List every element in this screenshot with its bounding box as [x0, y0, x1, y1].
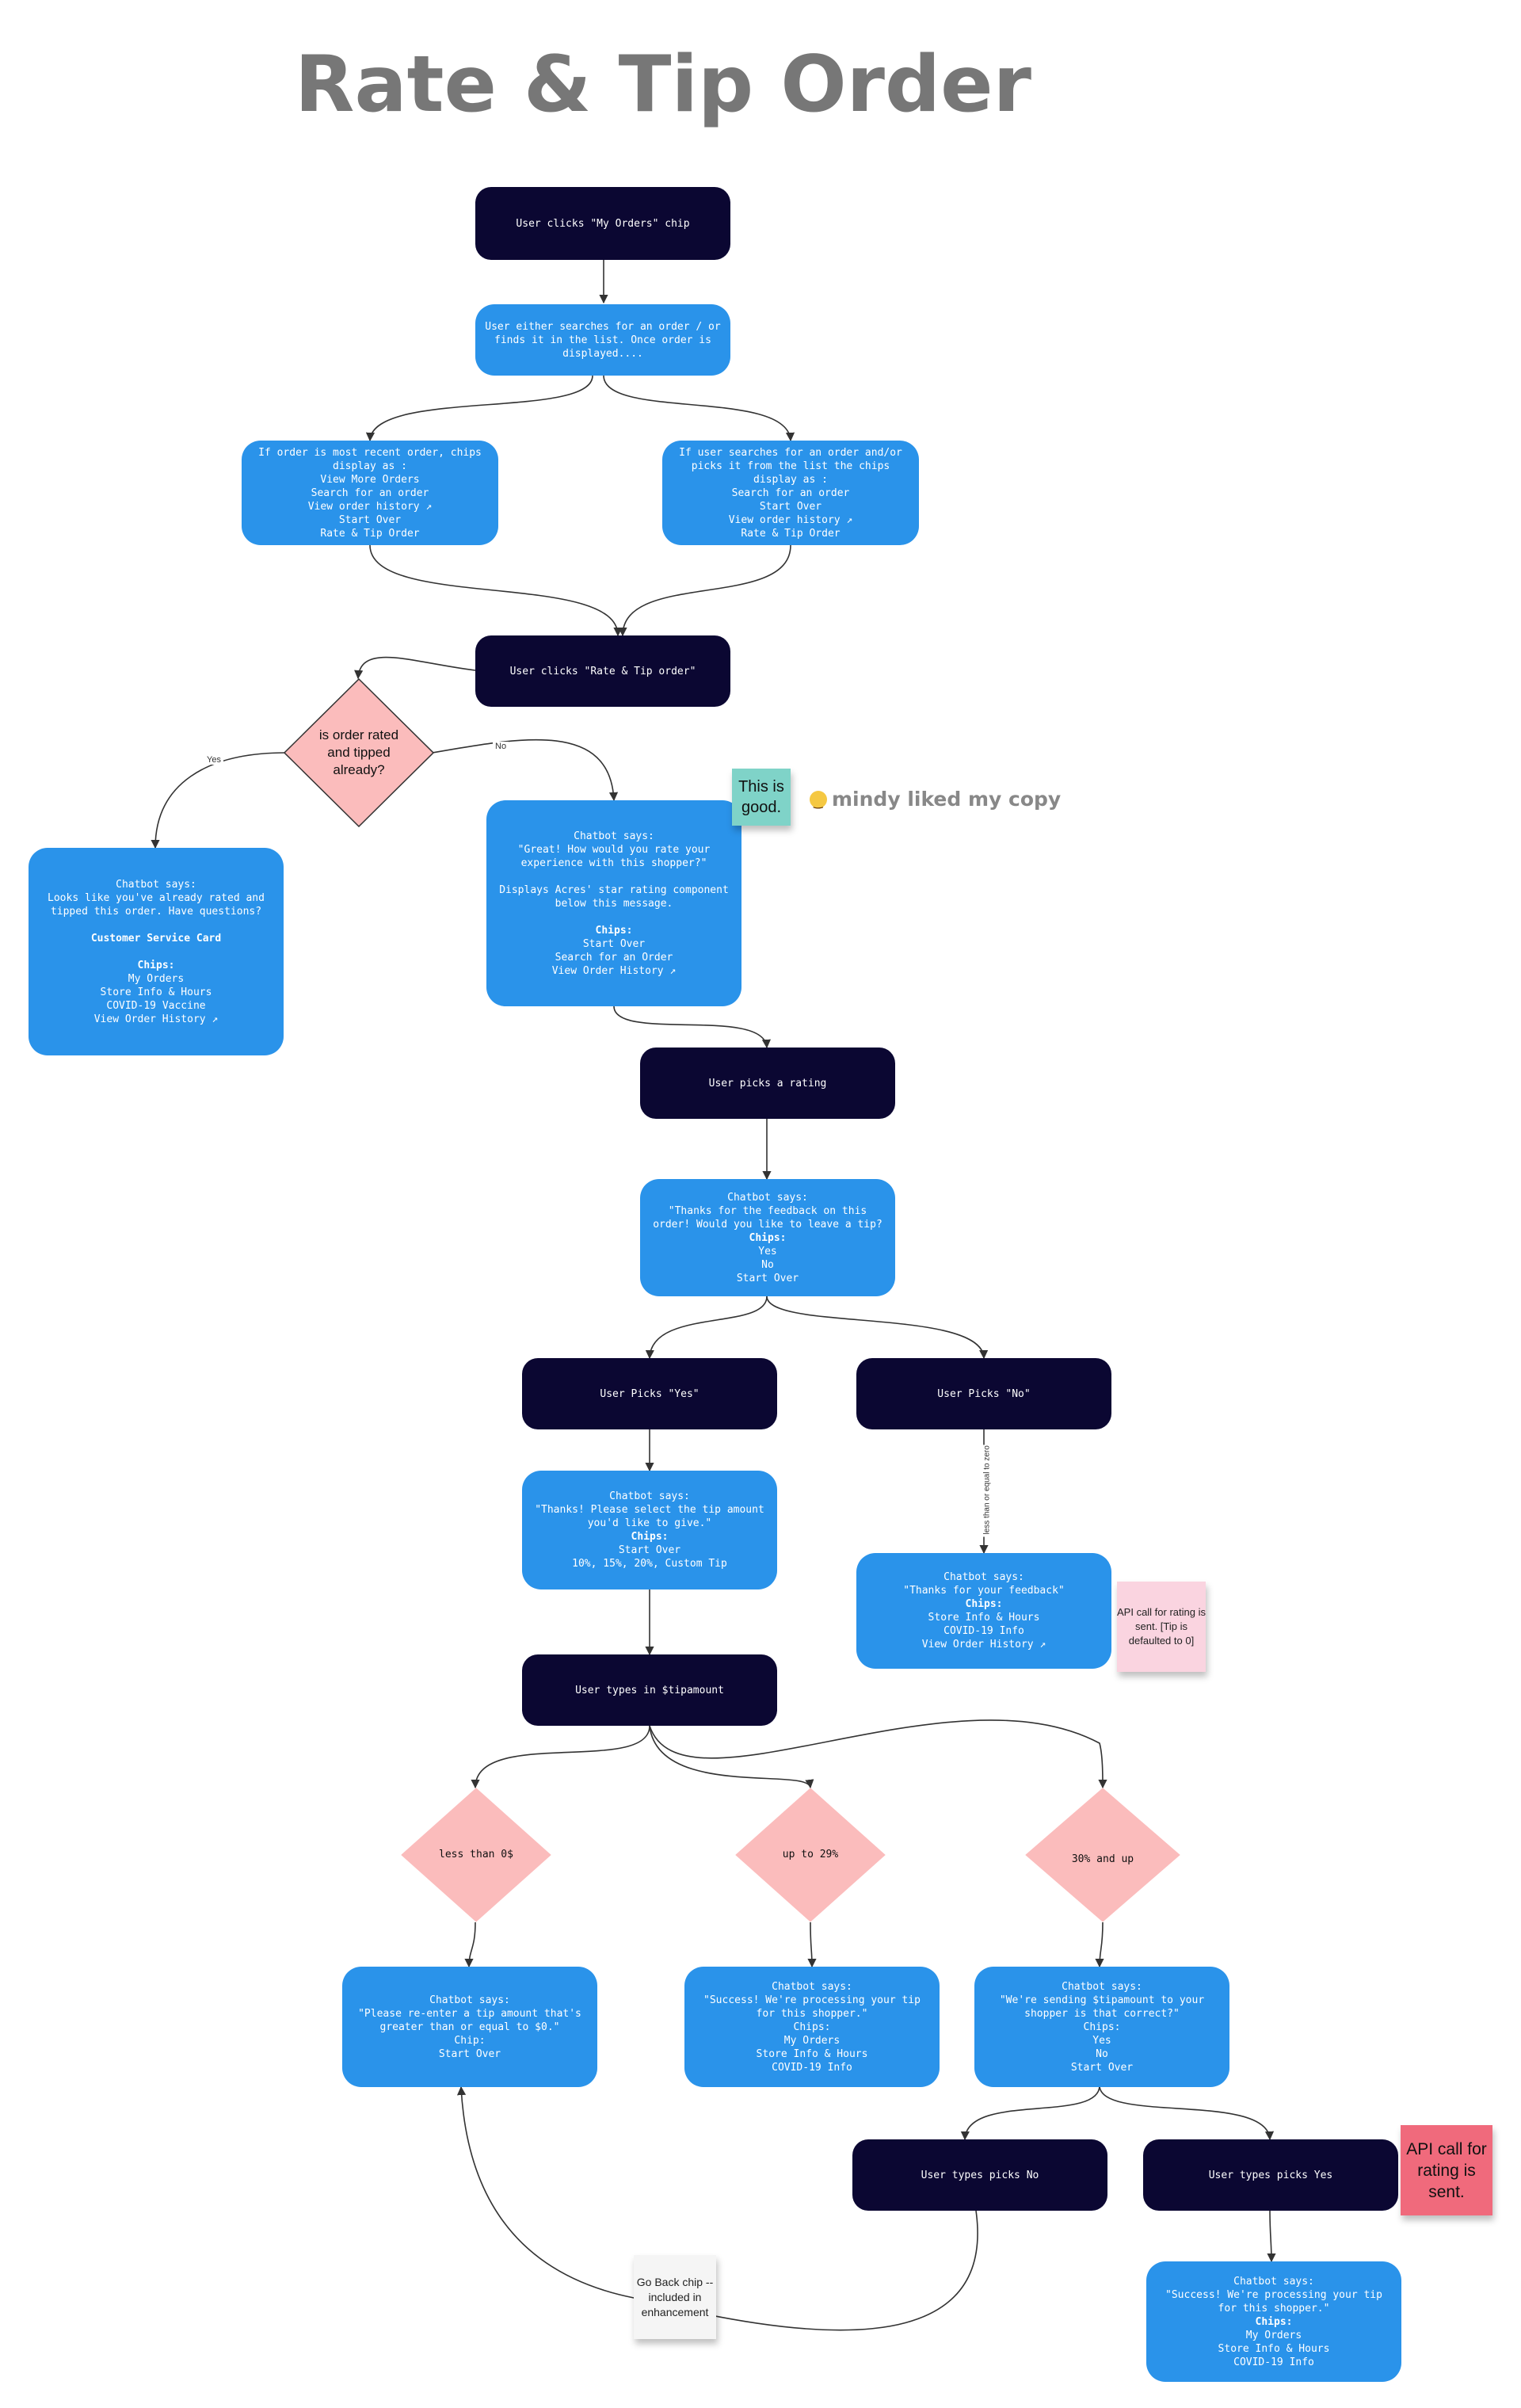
message-text: Chatbot says: "Thanks for your feedback": [903, 1571, 1065, 1597]
page-title: Rate & Tip Order: [295, 40, 1031, 130]
edge-n17-n19: [1099, 2085, 1275, 2141]
reaction-comment: mindy liked my copy: [810, 784, 1063, 818]
searched-order-chips-step: If user searches for an order and/or pic…: [662, 441, 919, 545]
recent-order-chips-step: If order is most recent order, chips dis…: [242, 441, 498, 545]
rate-tip-click-step: User clicks "Rate & Tip order": [475, 635, 730, 707]
type-tip-amount-step: User types in $tipamount: [522, 1654, 777, 1726]
edge-n2-n4: [603, 375, 795, 442]
edge-n7-n8: [613, 1006, 771, 1049]
confirm-tip-message: Chatbot says: "We're sending $tipamount …: [974, 1967, 1229, 2087]
chips-list: Start Over 10%, 15%, 20%, Custom Tip: [572, 1544, 727, 1570]
chips-label: Chips:: [749, 1231, 787, 1244]
pick-no-step: User Picks "No": [856, 1358, 1111, 1429]
edge-n19-n20: [1267, 2210, 1276, 2263]
chips-list: Start Over Search for an Order View Orde…: [551, 937, 677, 977]
chips-list: Yes No Start Over: [736, 1245, 799, 1284]
edge-n9-n11: [766, 1296, 989, 1360]
pick-rating-step: User picks a rating: [640, 1048, 895, 1119]
message-text: Chatbot says: "Thanks! Please select the…: [535, 1490, 764, 1529]
reenter-tip-message: Chatbot says: "Please re-enter a tip amo…: [342, 1967, 597, 2087]
sticky-note-go-back: Go Back chip -- included in enhancement: [634, 2255, 716, 2339]
message-text: Chatbot says: "Thanks for the feedback o…: [653, 1191, 882, 1231]
chips-label: Chips:: [631, 1531, 669, 1543]
up-to-29-label: up to 29%: [782, 1849, 839, 1860]
edge-n5-d1: [354, 656, 476, 680]
picks-no-step: User types picks No: [852, 2139, 1107, 2211]
sticky-note-api-call: API call for rating is sent.: [1401, 2125, 1492, 2215]
order-search-step: User either searches for an order / or f…: [475, 304, 730, 376]
less-than-zero-decision: [401, 1788, 551, 1922]
edge-d4-n17: [1095, 1921, 1104, 1968]
edge-n3-n5: [369, 544, 623, 637]
chips-label: Chips:: [1255, 2315, 1293, 2328]
thirty-and-up-decision: [1025, 1788, 1180, 1922]
edge-n2-n3: [365, 375, 593, 442]
message-text: Chatbot says: "Success! We're processing…: [1165, 2275, 1382, 2315]
smiling-face-icon: [810, 788, 827, 818]
edge-n4-n5: [618, 544, 791, 637]
edge-d3-n16: [807, 1921, 817, 1968]
customer-service-card: Customer Service Card: [90, 932, 222, 945]
leave-tip-message: Chatbot says: "Thanks for the feedback o…: [640, 1179, 895, 1296]
chips-label: Chips:: [965, 1598, 1003, 1610]
less-than-zero-label: less than 0$: [439, 1849, 513, 1860]
thanks-feedback-message: Chatbot says: "Thanks for your feedback"…: [856, 1553, 1111, 1669]
reaction-text: mindy liked my copy: [832, 788, 1062, 811]
thirty-and-up-label: 30% and up: [1071, 1853, 1134, 1865]
already-rated-message: Chatbot says: Looks like you've already …: [29, 848, 284, 1055]
already-rated-decision: [284, 678, 434, 827]
message-text: Chatbot says: Looks like you've already …: [48, 878, 265, 918]
pick-yes-step: User Picks "Yes": [522, 1358, 777, 1429]
edge-n14-d4: [649, 1719, 1107, 1789]
already-rated-question: is order rated and tipped already?: [318, 727, 399, 777]
picks-yes-step: User types picks Yes: [1143, 2139, 1398, 2211]
edge-d2-n15: [464, 1921, 476, 1968]
select-tip-message: Chatbot says: "Thanks! Please select the…: [522, 1471, 777, 1589]
edge-n9-n10: [645, 1296, 768, 1360]
edge-label-yes: Yes: [204, 755, 223, 765]
final-success-message: Chatbot says: "Success! We're processing…: [1146, 2261, 1401, 2382]
chips-list: My Orders Store Info & Hours COVID-19 In…: [1218, 2329, 1330, 2368]
edge-label-no: No: [493, 742, 509, 751]
my-orders-click-step: User clicks "My Orders" chip: [475, 187, 730, 260]
chips-label: Chips:: [137, 959, 175, 971]
edge-d1-n7: [432, 738, 619, 802]
edge-n14-d3: [649, 1725, 814, 1789]
rate-shopper-message: Chatbot says: "Great! How would you rate…: [486, 800, 741, 1006]
chips-label: Chips:: [595, 924, 633, 937]
edge-d1-n6: [151, 752, 286, 849]
sticky-note-api-call-default: API call for rating is sent. [Tip is def…: [1117, 1582, 1206, 1672]
up-to-29-decision: [735, 1788, 886, 1922]
chips-list: My Orders Store Info & Hours COVID-19 Va…: [93, 972, 219, 1025]
tip-success-message: Chatbot says: "Success! We're processing…: [684, 1967, 940, 2087]
message-text: Chatbot says: "Great! How would you rate…: [499, 830, 729, 910]
edge-n17-n18: [960, 2085, 1100, 2141]
edge-n14-d2: [471, 1725, 650, 1789]
sticky-note-good: This is good.: [732, 769, 791, 826]
edge-label-zero: less than or equal to zero: [982, 1444, 992, 1537]
chips-list: Store Info & Hours COVID-19 Info View Or…: [921, 1612, 1046, 1650]
